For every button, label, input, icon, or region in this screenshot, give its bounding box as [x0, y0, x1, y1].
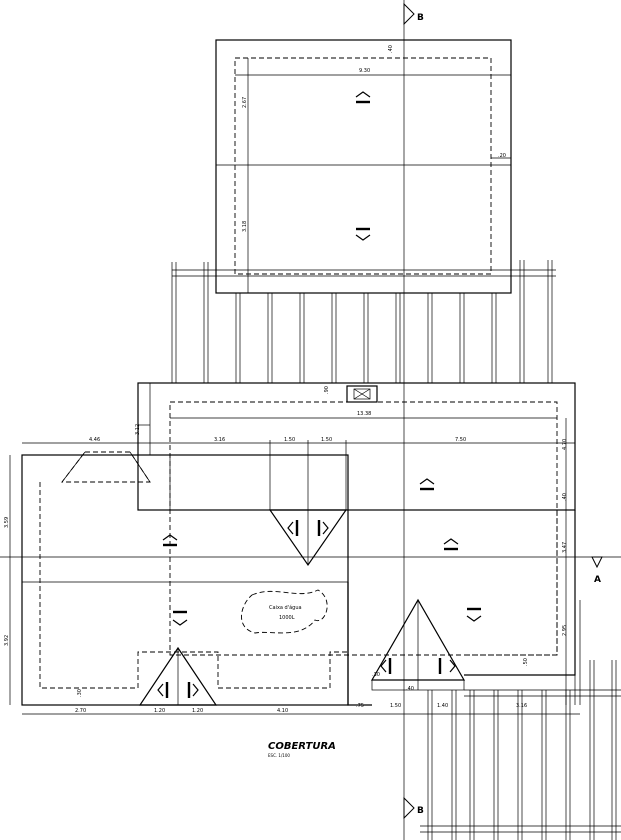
- dim-bot-75: .75: [356, 703, 364, 709]
- dim-small-30b: .30: [372, 672, 380, 678]
- slope-arrow-down-2: [172, 610, 188, 626]
- dim-small-30: .30: [77, 689, 83, 697]
- dim-seg-750: 7.50: [455, 437, 466, 443]
- water-tank: Caixa d'água 1000L: [241, 589, 328, 634]
- dim-top-318: 3.18: [242, 221, 248, 232]
- dim-bot-140: 1.40: [437, 703, 448, 709]
- drawing-title: COBERTURA: [268, 741, 336, 752]
- dim-mid-90: .90: [324, 386, 330, 394]
- left-wing-outline: [21, 454, 349, 706]
- dim-left-392: 3.92: [4, 635, 10, 646]
- dim-right-470: 4.70: [562, 439, 568, 450]
- section-a-label: A: [594, 575, 601, 585]
- dim-seg-150a: 1.50: [284, 437, 295, 443]
- water-tank-capacity: 1000L: [279, 615, 295, 621]
- dim-left-359: 3.59: [4, 517, 10, 528]
- middle-roof-eave-dashed: [169, 401, 558, 656]
- left-hip: [61, 451, 151, 483]
- slope-arrow-down-1: [355, 227, 371, 241]
- right-gable: [370, 598, 466, 691]
- section-b-marker-bottom: [403, 796, 415, 820]
- dim-right-347: 3.47: [562, 542, 568, 553]
- center-gable: [268, 440, 348, 567]
- left-wing-eave-dashed: [39, 482, 348, 689]
- slope-arrow-up-1: [355, 91, 371, 104]
- dim-bot-410: 4.10: [277, 708, 288, 714]
- dim-right-295: 2.95: [562, 625, 568, 636]
- section-b-label-top: B: [417, 13, 424, 23]
- drawing-scale: ESC. 1/100: [268, 753, 290, 758]
- section-b-label-bottom: B: [417, 806, 424, 816]
- upper-roof-eave-dashed: [234, 57, 492, 275]
- slope-arrow-up-4: [443, 538, 459, 551]
- dim-small-40: .40: [406, 686, 414, 692]
- right-lower-outline: [347, 582, 372, 706]
- dim-bot-150: 1.50: [390, 703, 401, 709]
- dim-top-930: 9.30: [359, 68, 370, 74]
- upper-roof-outline: [215, 39, 512, 294]
- dim-mid-1338: 13.38: [357, 411, 371, 417]
- dim-top-20: .20: [498, 153, 506, 159]
- right-lower-eave-dashed: [464, 510, 558, 656]
- slope-arrow-up-2: [419, 478, 435, 491]
- dim-left-446: 4.46: [89, 437, 100, 443]
- dim-seg-316: 3.16: [214, 437, 225, 443]
- dim-top-40: .40: [388, 45, 394, 53]
- pergola-top: [171, 260, 556, 383]
- dim-right-50: .50: [523, 658, 529, 666]
- dim-bot-120a: 1.20: [154, 708, 165, 714]
- slope-arrow-up-3: [162, 534, 178, 547]
- slope-arrow-down-3: [466, 607, 482, 622]
- water-tank-label: Caixa d'água: [269, 604, 302, 611]
- pergola-bottom: [420, 600, 621, 840]
- dim-seg-150b: 1.50: [321, 437, 332, 443]
- dim-bot-270: 2.70: [75, 708, 86, 714]
- dim-bot-120b: 1.20: [192, 708, 203, 714]
- section-a-marker: [591, 556, 603, 569]
- dim-left-312: 3.12: [135, 424, 141, 435]
- tank-access-box: [346, 385, 378, 403]
- dim-bot-316: 3.16: [516, 703, 527, 709]
- dim-top-267: 2.67: [242, 97, 248, 108]
- lower-left-gable: [138, 646, 218, 706]
- section-b-marker-top: [403, 2, 415, 26]
- dim-right-40: .40: [562, 493, 568, 501]
